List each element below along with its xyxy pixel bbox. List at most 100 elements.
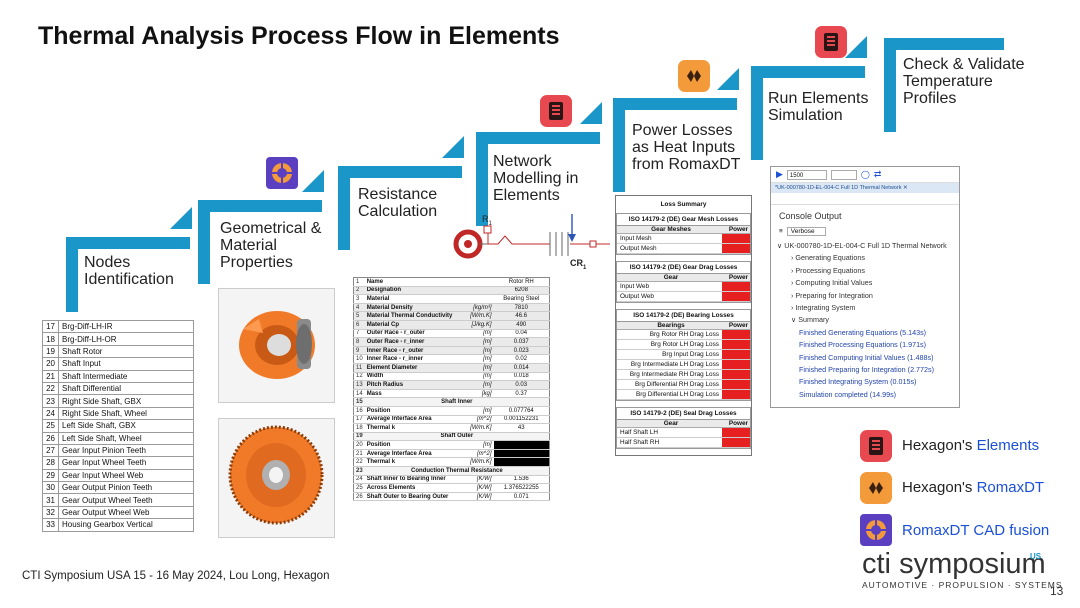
prop-value [493,449,550,459]
section-title: Shaft Outer [364,432,550,442]
table-row: 18 Thermal k [W/m.K] 43 [353,423,550,433]
node-id: 22 [42,381,59,396]
prop-unit: [kg/m³] [463,303,494,313]
tree-item[interactable]: ∨ Summary [791,315,830,325]
node-id: 23 [42,394,59,408]
swap-arrows-icon[interactable]: ⇄ [873,169,882,179]
capacitance-label-sub: 1 [583,264,587,271]
tree-result: Finished Generating Equations (5.143s) [799,327,927,337]
table-row: 13 Pitch Radius [m] 0.03 [353,380,550,390]
tree-result: Finished Processing Equations (1.971s) [799,340,927,350]
row-index: 22 [353,457,365,468]
row-index: 8 [353,337,365,347]
prop-value: Rotor RH [493,277,550,287]
step-6-arrow [845,36,867,58]
table-row: 21 Average Interface Area [m^2] [353,449,550,459]
legend-cad-fusion-icon [860,514,892,546]
prop-unit: [m] [463,440,494,450]
loss-power-cell [722,350,750,359]
console-output-heading: Console Output [779,211,842,221]
table-row: 10 Inner Race - r_inner [m] 0.02 [353,354,550,364]
tree-item[interactable]: › Processing Equations [791,265,865,275]
row-index: 3 [353,294,365,304]
prop-name: Position [364,406,464,416]
tree-item[interactable]: › Generating Equations [791,253,865,263]
section-title: Conduction Thermal Resistance [364,466,550,476]
loss-item: Brg Input Drag Loss [662,351,719,358]
tree-root[interactable]: ∨ UK-000780-1D-EL-004-C Full 1D Thermal … [777,241,947,250]
row-index: 13 [353,380,365,390]
cti-logo-us: US [1030,552,1042,561]
loss-row: Brg Rotor RH Drag Loss [617,330,750,340]
prop-value: 0.077764 [493,406,550,416]
step-4-riser [476,138,488,226]
bearing-cad-image [218,288,335,403]
row-index: 5 [353,311,365,321]
tree-item[interactable]: › Preparing for Integration [791,290,873,300]
loss-row: Half Shaft LH [617,428,750,438]
prop-unit: [m^2] [463,449,494,459]
node-name: Brg-Diff-LH-IR [58,319,194,334]
prop-name: Pitch Radius [364,380,464,390]
shield-icon[interactable]: ◯ [860,170,870,179]
table-row: 4 Material Density [kg/m³] 7810 [353,303,550,313]
loss-power-cell [722,370,750,379]
document-tab[interactable]: *UK-000780-1D-EL-004-C Full 1D Thermal N… [771,183,959,193]
step-3-arrow [442,136,464,158]
tree-result: Finished Integrating System (0.015s) [799,377,917,387]
prop-unit: [K/W] [463,475,494,485]
prop-name: Shaft Outer to Bearing Outer [364,492,464,502]
close-tab-icon[interactable]: ✕ [902,185,908,191]
unit-select[interactable] [830,169,857,180]
legend-romaxdt-icon [860,472,892,504]
row-index: 9 [353,346,365,356]
tree-item[interactable]: › Integrating System [791,302,856,312]
prop-name: Thermal k [364,457,464,468]
tree-item[interactable]: › Computing Initial Values [791,278,873,288]
node-id: 17 [42,319,59,334]
row-index: 1 [353,277,365,287]
play-icon[interactable]: ▶ [776,169,783,179]
step-7-tread [884,38,1004,50]
console-tree: ∨ UK-000780-1D-EL-004-C Full 1D Thermal … [771,236,959,401]
step-size-input[interactable]: 1500 [786,169,827,180]
prop-unit: [m] [463,337,494,347]
capacitance-label: CR [570,258,583,268]
resistance-label-sub: 1 [488,220,492,227]
cti-logo: cti symposium [862,548,1046,580]
elements-icon-2 [815,26,847,58]
node-name: Shaft Differential [58,381,194,396]
prop-unit: [m] [463,346,494,356]
cti-logo-subtitle: AUTOMOTIVE · PROPULSION · SYSTEMS [862,580,1063,590]
verbosity-select[interactable]: Verbose [786,227,826,236]
prop-unit: [m] [463,363,494,373]
loss-row: Half Shaft RH [617,438,750,448]
legend-elements-icon [860,430,892,462]
prop-value: 0.03 [493,380,550,390]
prop-unit: [W/m.K] [463,311,494,321]
node-id: 32 [42,505,59,520]
loss-block: ISO 14179-2 (DE) Gear Mesh Losses Gear M… [616,213,751,255]
prop-value: 490 [493,320,550,330]
node-name: Shaft Input [58,357,194,371]
prop-value: 0.023 [493,346,550,356]
prop-unit: [K/W] [463,483,494,493]
table-row: 24 Shaft Inner to Bearing Inner [K/W] 1.… [353,475,550,485]
loss-power-cell [722,292,750,301]
prop-unit: [K/W] [463,492,494,502]
node-name: Gear Input Wheel Teeth [58,456,194,470]
console-toolbar: ▶ 1500 ◯ ⇄ [771,167,959,183]
loss-row: Output Web [617,292,750,302]
